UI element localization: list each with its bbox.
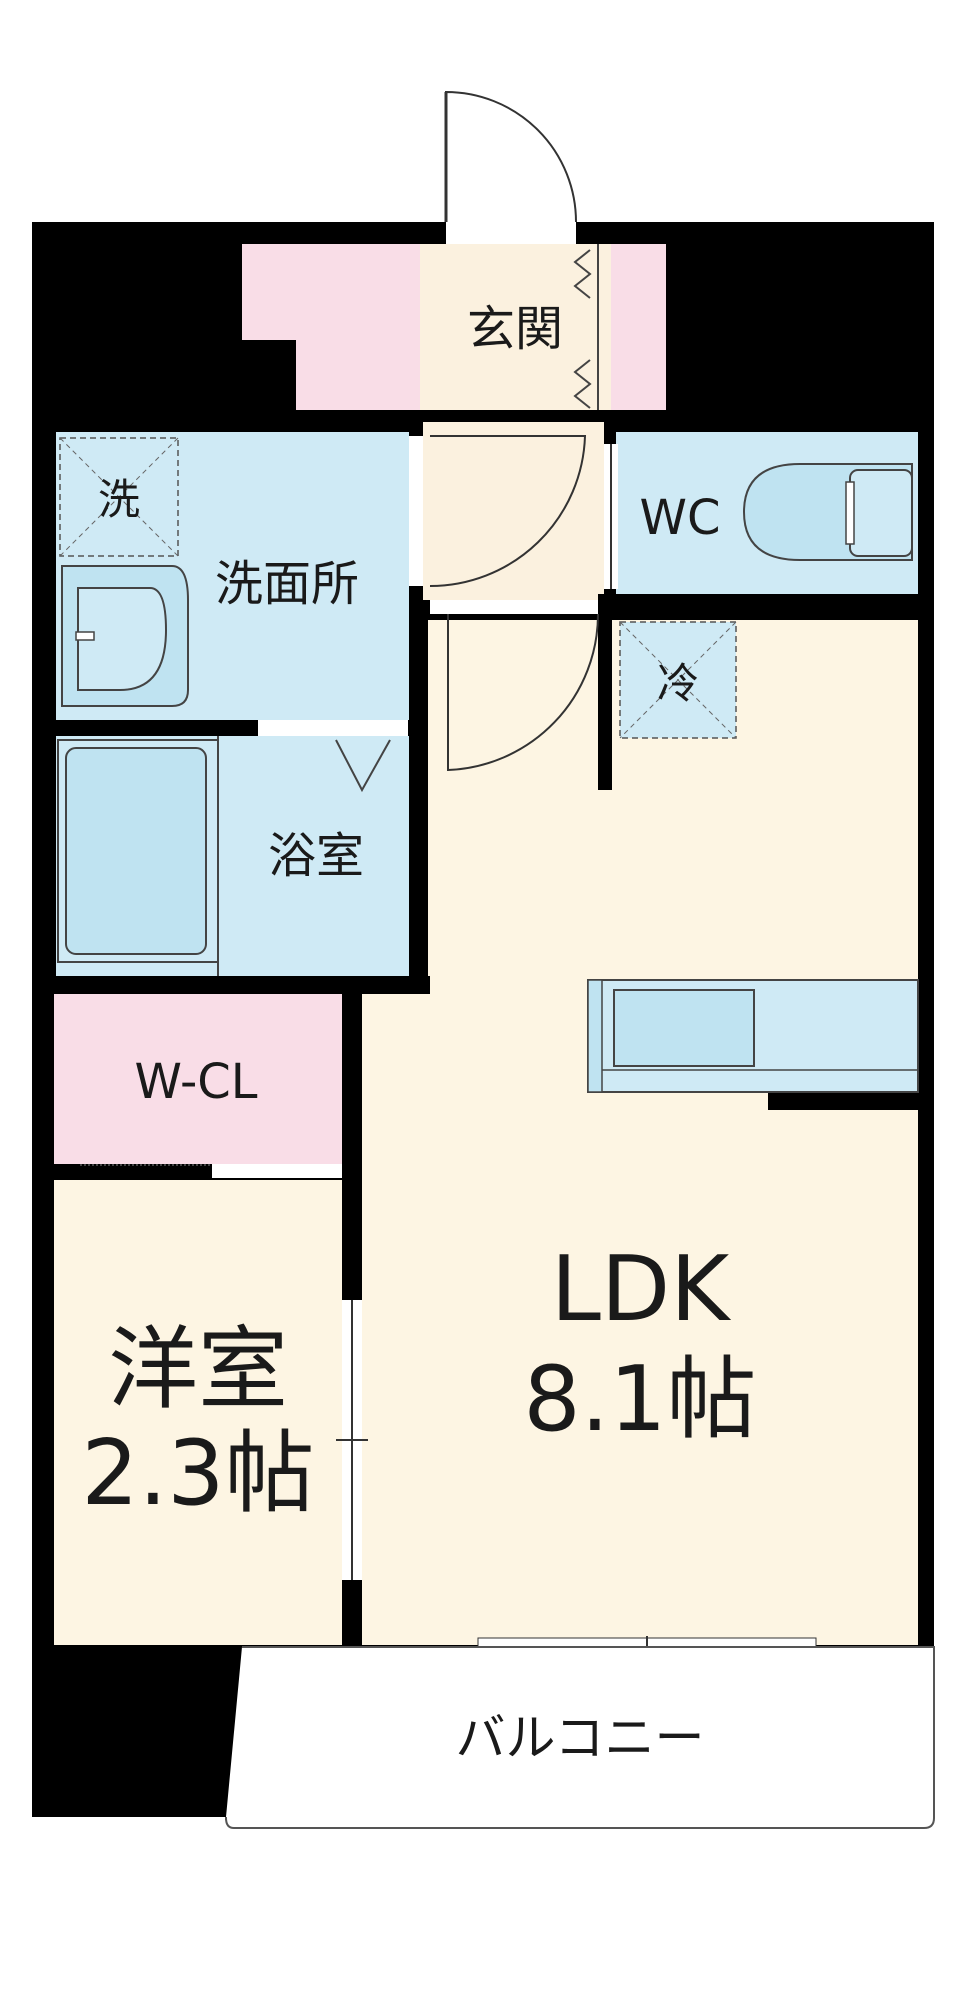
toilet-button xyxy=(845,481,855,545)
balcony-label: バルコニー xyxy=(456,1709,705,1767)
ldk-size: 8.1帖 xyxy=(523,1347,756,1452)
washroom-door-gap xyxy=(409,436,423,586)
ldk-door xyxy=(447,613,599,772)
entrance-door-opening xyxy=(446,222,576,244)
western-room-name: 洋室 xyxy=(108,1317,288,1422)
kitchen-counter-back xyxy=(587,979,603,1093)
fridge-diag-2 xyxy=(619,621,737,739)
western-room-floor xyxy=(54,1180,342,1645)
wcl-door-gap xyxy=(212,1164,342,1178)
fridge-label: 冷 xyxy=(657,659,699,708)
wash-basin-tap xyxy=(75,631,95,641)
western-room-size: 2.3帖 xyxy=(81,1421,314,1526)
bath-door xyxy=(335,739,391,793)
wcl-floor xyxy=(54,994,342,1164)
wash-basin-bowl xyxy=(77,587,168,691)
wall-hall-right xyxy=(598,594,612,790)
bath-label: 浴室 xyxy=(268,828,364,884)
washroom-label: 洗面所 xyxy=(215,556,359,612)
ldk-floor xyxy=(362,620,918,1645)
kitchen-sink xyxy=(613,989,755,1067)
washer-label: 洗 xyxy=(98,475,140,524)
hallway-floor xyxy=(420,420,604,600)
ldk-name: LDK xyxy=(551,1237,731,1342)
washer-diag-2 xyxy=(59,437,179,557)
entrance-door xyxy=(445,90,577,223)
entrance-storage-right xyxy=(611,244,666,410)
entrance-floor xyxy=(420,244,611,410)
wall-wc-bottom xyxy=(604,594,920,608)
wcl-label: W-CL xyxy=(134,1054,257,1110)
entrance-storage-left xyxy=(242,244,420,410)
wall-entrance-bottom xyxy=(296,410,616,422)
washroom-door xyxy=(429,435,587,587)
wc-label: WC xyxy=(640,490,721,546)
bath-door-gap xyxy=(258,720,408,736)
wall-kitchen-end xyxy=(768,1092,918,1110)
entrance-label: 玄関 xyxy=(467,301,563,357)
building-wall-lower-left xyxy=(32,1647,242,1817)
ldk-door-gap xyxy=(430,600,598,614)
bathtub-inner xyxy=(65,747,207,955)
shoe-closet-door xyxy=(573,249,592,299)
toilet-tank xyxy=(849,469,913,557)
balcony-outline xyxy=(225,1646,935,1829)
wall-bath-bottom xyxy=(54,976,430,994)
shoe-closet-door-2 xyxy=(573,359,592,409)
wall-wcl-bottom xyxy=(54,1164,212,1178)
